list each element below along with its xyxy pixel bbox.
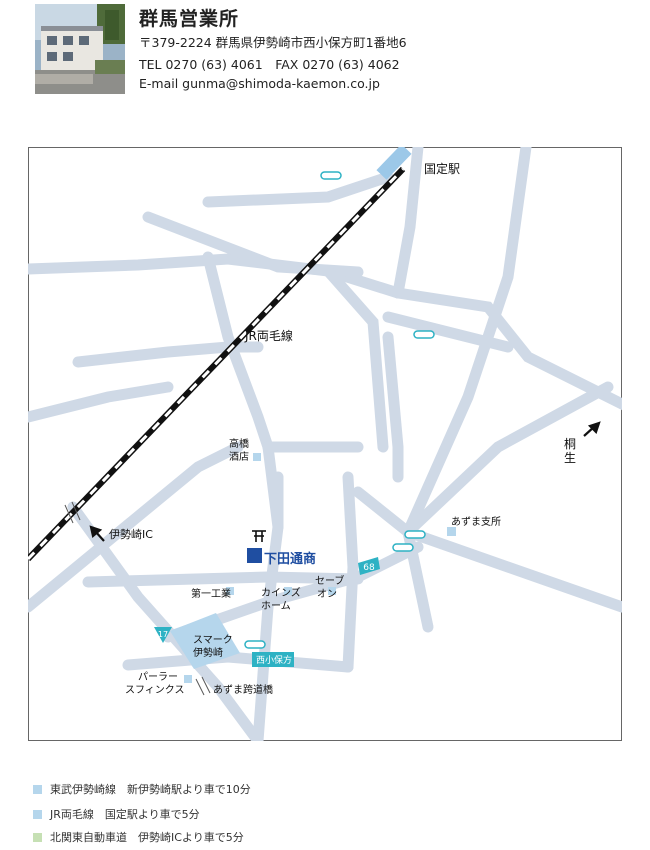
save-on-marker [328,587,336,595]
company-label: 下田通商 [264,551,316,567]
office-phone-fax: TEL 0270 (63) 4061 FAX 0270 (63) 4062 [139,57,400,72]
office-building-photo [35,4,125,94]
legend-text: JR両毛線 国定駅より車で5分 [50,808,200,821]
legend-swatch [33,785,42,794]
office-address: 〒379-2224 群馬県伊勢崎市西小保方町1番地6 [139,35,407,50]
parlor-label-2: スフィンクス [125,684,185,696]
traffic-signal-icon [244,171,435,649]
route-68-badge [358,557,380,575]
kiryu-label-1: 桐 [564,437,576,451]
smark-label-1: スマーク [193,634,233,646]
parlor-label-1: パーラー [138,671,178,683]
parlor-sphinx-marker [184,675,192,683]
isesaki-ic-label: 伊勢崎IC [109,527,153,541]
azuma-branch-marker [447,527,456,536]
legend-tobu: 東武伊勢崎線 新伊勢崎駅より車で10分 [33,781,251,797]
company-location-marker [247,548,262,563]
daiichi-kogyo-marker [226,587,234,595]
save-on-label-2: オン [317,588,337,600]
office-email: E-mail gunma@shimoda-kaemon.co.jp [139,76,380,91]
cainz-home-marker [284,587,292,595]
arrow-icon [89,421,601,542]
access-map: 68 17 国定駅 JR両毛線 桐 生 高橋 酒店 伊勢崎IC あずま支所 下田… [28,147,622,741]
legend-swatch [33,833,42,842]
nishi-obokata-label: 西小保方 [256,654,292,666]
legend-expressway: 北関東自動車道 伊勢崎ICより車で5分 [33,829,244,845]
jr-line-label: JR両毛線 [244,328,293,343]
kokutei-station-marker [376,147,412,180]
route-68-label: 68 [363,563,375,573]
nishi-obokata-badge [252,652,294,667]
shrine-icon [252,530,266,542]
legend-swatch [33,810,42,819]
route-17-badge [154,627,172,643]
save-on-label-1: セーブ [315,574,344,587]
route-17-label: 17 [158,630,168,639]
takahashi-label-1: 高橋 [229,437,249,450]
daiichi-kogyo-label: 第一工業 [191,587,231,600]
azuma-branch-label: あずま支所 [451,516,501,528]
kokutei-station-label: 国定駅 [424,161,460,176]
office-name: 群馬営業所 [139,8,240,30]
cainz-label-2: ホーム [261,600,291,612]
cainz-label-1: カインズ [261,586,301,599]
legend-jr: JR両毛線 国定駅より車で5分 [33,806,200,822]
smark-isesaki-marker [170,613,240,669]
legend-text: 東武伊勢崎線 新伊勢崎駅より車で10分 [50,783,251,796]
takahashi-liquor-marker [253,453,261,461]
kiryu-label-2: 生 [564,451,576,465]
takahashi-label-2: 酒店 [229,450,249,463]
legend-text: 北関東自動車道 伊勢崎ICより車で5分 [50,831,244,844]
smark-label-2: 伊勢崎 [193,646,223,659]
azuma-bridge-label: あずま跨道橋 [213,683,273,696]
